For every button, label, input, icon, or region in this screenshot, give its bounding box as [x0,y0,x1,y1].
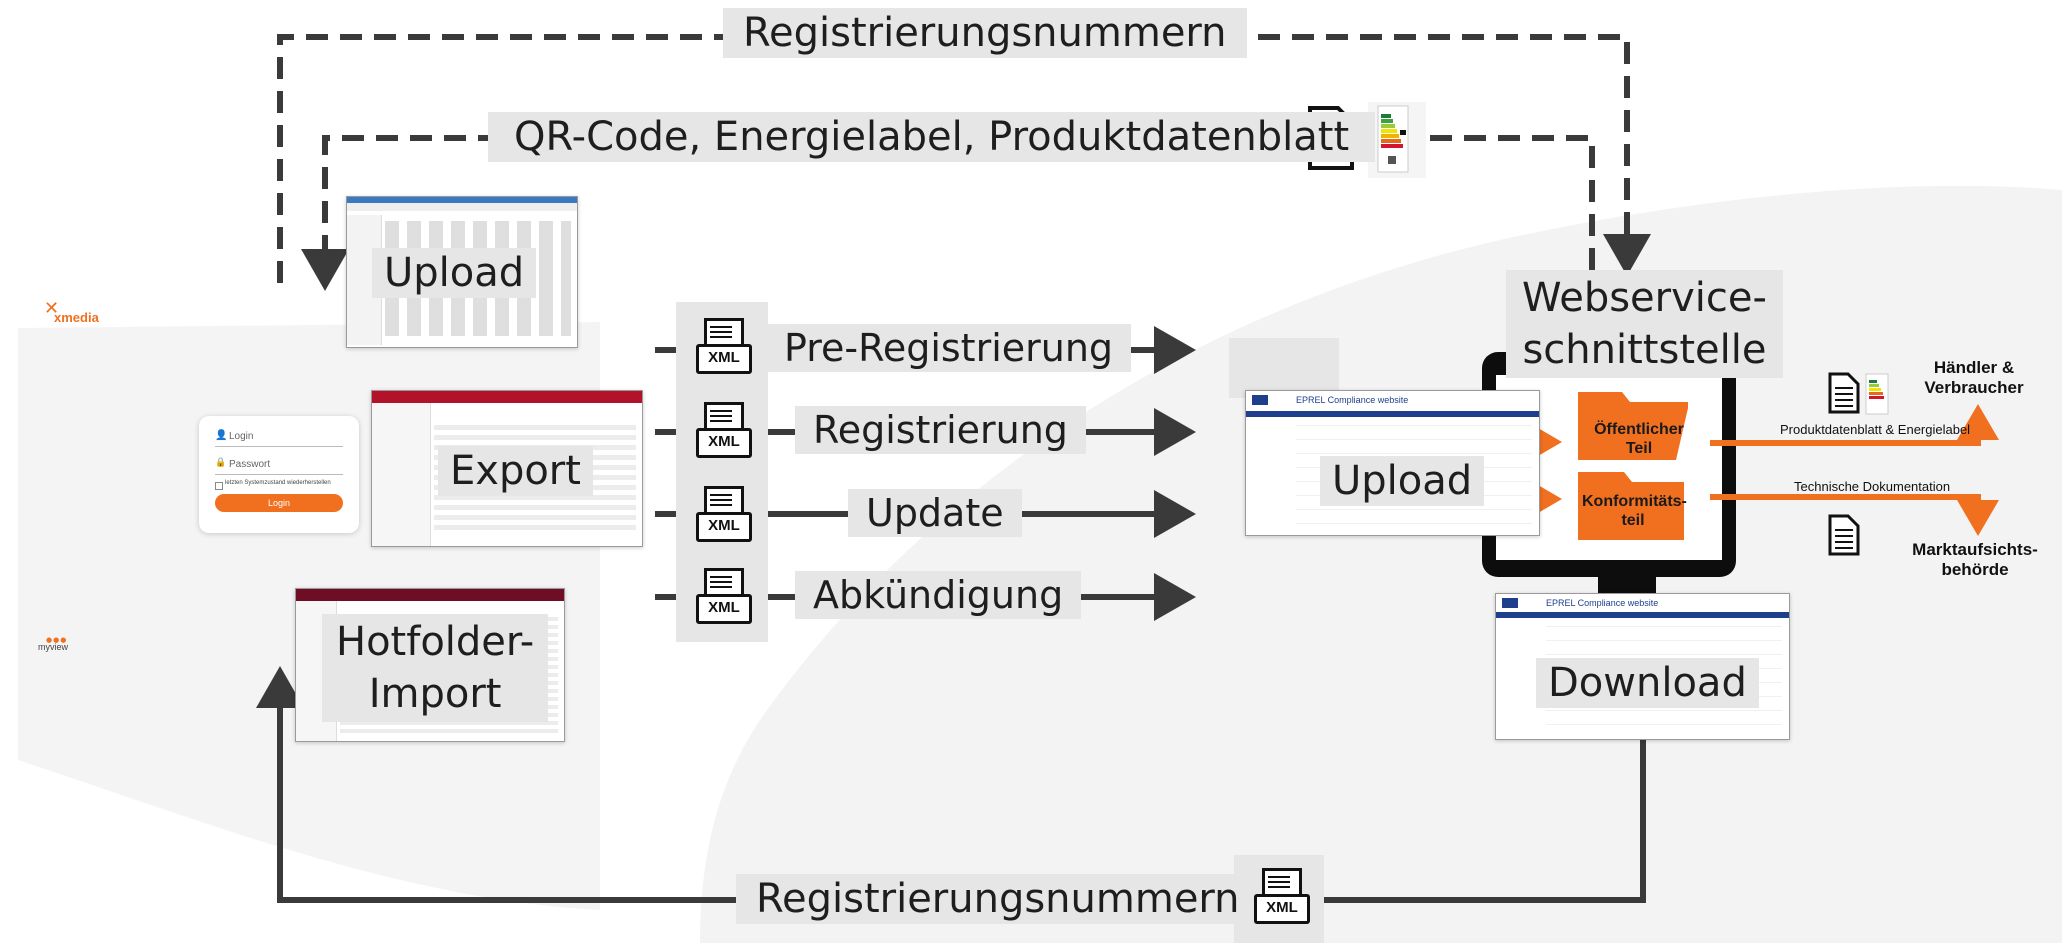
eprel-nav-bar [1246,411,1539,417]
xml-badge-label: XML [696,512,752,542]
eprel-upload-label: Upload [1320,456,1485,506]
login-card: 👤 Login 🔒 Passwort letzten Systemzustand… [199,416,359,533]
eu-flag-icon [1502,598,1518,608]
upload-label-left: Upload [372,248,537,298]
eprel-nav-bar [1496,612,1789,618]
hotfolder-label: Hotfolder- Import [322,614,549,722]
webservice-interface-label: Webservice- schnittstelle [1506,270,1783,378]
traders-consumers-label: Händler & Verbraucher [1914,358,2034,398]
xml-document-icon: XML [696,318,752,374]
eprel-download-label: Download [1536,658,1759,708]
login-password-placeholder: Passwort [229,459,271,470]
qr-energy-label-label: QR-Code, Energielabel, Produktdatenblatt [488,112,1376,162]
export-label: Export [438,446,593,496]
traders-document-icon [1828,372,1889,415]
compliance-part-label-line1: Konformitäts- [1582,493,1687,510]
hotfolder-header-bar [296,589,564,601]
xml-badge-label: XML [696,428,752,458]
technical-documentation-caption: Technische Dokumentation [1794,479,1951,494]
eu-flag-icon [1252,395,1268,405]
authority-label-line2: behörde [1941,560,2009,579]
xml-badge-label: XML [1254,894,1310,924]
xmedia-logo: ✕ xmedia [44,298,114,328]
right-background-shape [700,185,2062,943]
browser-title-bar [347,197,577,203]
webservice-label-line2: schnittstelle [1522,327,1767,373]
restore-state-checkbox[interactable] [215,482,223,490]
login-button[interactable]: Login [215,494,343,512]
authority-document-icon [1828,514,1860,556]
hotfolder-label-line1: Hotfolder- [336,619,535,665]
login-password-field[interactable]: 🔒 Passwort [215,458,343,475]
energy-label-icon [1368,102,1426,178]
browser-tab-bar [347,203,577,211]
monitor-stand [1598,577,1656,593]
export-header-bar [372,391,642,403]
public-part-label-line2: Teil [1625,440,1653,457]
xmedia-logo-icon: ✕ [44,298,60,319]
xml-document-icon-bottom: XML [1254,868,1310,924]
compliance-part-folder-icon [1578,472,1684,540]
compliance-part-label: Konformitäts- teil [1582,492,1687,530]
login-user-placeholder: Login [229,431,254,442]
traders-label-line1: Händler & [1933,358,2015,377]
xml-badge-label: XML [696,344,752,374]
myview-logo: ●●● myview [38,636,78,652]
eprel-upload-title: EPREL Compliance website [1296,395,1409,405]
action-label-pre-registration: Pre-Registrierung [766,324,1132,372]
myview-logo-text: myview [38,642,69,652]
xml-document-icon: XML [696,568,752,624]
webservice-label-line1: Webservice- [1522,275,1767,321]
restore-state-label: letzten Systemzustand wiederherstellen [225,480,331,486]
public-part-label-line1: Öffentlicher [1594,421,1684,438]
lock-icon: 🔒 [215,458,227,468]
action-label-discontinuation: Abkündigung [795,571,1082,619]
hotfolder-label-line2: Import [368,671,502,717]
public-output-caption: Produktdatenblatt & Energielabel [1780,422,1971,437]
login-user-field[interactable]: 👤 Login [215,430,343,447]
myview-logo-dots: ●●● [46,636,68,644]
registration-numbers-top-label: Registrierungsnummern [723,8,1247,58]
registration-numbers-bottom-label: Registrierungsnummern [736,874,1260,924]
action-label-registration: Registrierung [795,406,1086,454]
xml-badge-label: XML [696,594,752,624]
market-surveillance-label: Marktaufsichts- behörde [1900,540,2050,580]
monitor-gray-tab [1229,338,1339,398]
public-part-folder-icon [1578,392,1688,460]
user-icon: 👤 [215,430,228,441]
xml-document-icon: XML [696,486,752,542]
arrow-to-traders [1710,404,1999,446]
xml-document-icon: XML [696,402,752,458]
arrow-to-authority [1710,494,1999,536]
export-side-panel [372,403,431,546]
compliance-part-label-line2: teil [1621,512,1645,529]
traders-label-line2: Verbraucher [1924,378,2024,397]
eprel-download-title: EPREL Compliance website [1546,598,1659,608]
authority-label-line1: Marktaufsichts- [1912,540,2038,559]
action-label-update: Update [848,489,1022,537]
public-part-label: Öffentlicher Teil [1594,420,1684,458]
xmedia-logo-text: xmedia [54,310,99,325]
